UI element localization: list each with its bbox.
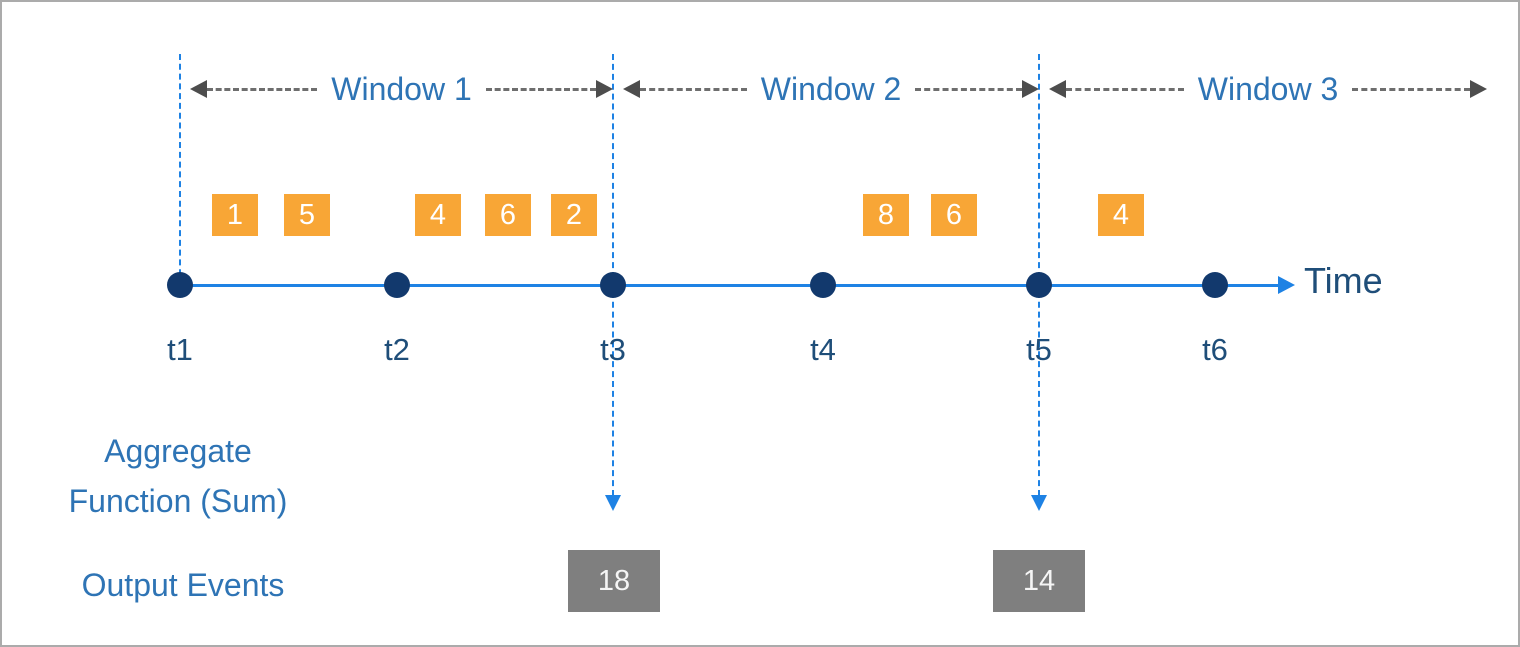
timeline-axis (180, 284, 1280, 287)
boundary-line-t1 (179, 54, 181, 285)
time-axis-label: Time (1304, 260, 1383, 301)
tick-label-t6: t6 (1202, 332, 1228, 367)
window-3-span: Window 3 (1039, 70, 1487, 107)
aggregate-function-label: Aggregate Function (Sum) (18, 426, 338, 526)
tick-label-t1: t1 (167, 332, 193, 367)
output-event-box-t3: 18 (568, 550, 660, 612)
dashed-span-line (1352, 87, 1470, 91)
timeline-arrowhead-icon (1278, 276, 1295, 294)
dashed-span-line (485, 87, 596, 91)
arrow-right-icon (1022, 80, 1039, 98)
dashed-span-line (207, 87, 318, 91)
window-1-span: Window 1 (180, 70, 613, 107)
arrow-right-icon (596, 80, 613, 98)
dashed-span-line (1066, 87, 1184, 91)
window-2-span: Window 2 (613, 70, 1039, 107)
output-arrow-down-t5-icon (1031, 495, 1047, 511)
event-box: 2 (551, 194, 597, 236)
output-arrow-down-t3-icon (605, 495, 621, 511)
timeline-point-t3 (600, 272, 626, 298)
event-box: 5 (284, 194, 330, 236)
arrow-left-icon (623, 80, 640, 98)
tick-label-t2: t2 (384, 332, 410, 367)
aggregate-label-line2: Function (Sum) (68, 483, 288, 519)
timeline-point-t4 (810, 272, 836, 298)
dashed-span-line (915, 87, 1022, 91)
event-box: 4 (1098, 194, 1144, 236)
event-box: 6 (485, 194, 531, 236)
aggregate-label-line1: Aggregate (104, 433, 252, 469)
arrow-left-icon (1049, 80, 1066, 98)
timeline-point-t1 (167, 272, 193, 298)
arrow-right-icon (1470, 80, 1487, 98)
window-1-label: Window 1 (331, 70, 472, 107)
output-events-label: Output Events (81, 567, 285, 603)
dashed-span-line (640, 87, 747, 91)
output-event-box-t5: 14 (993, 550, 1085, 612)
event-box: 4 (415, 194, 461, 236)
timeline-point-t5 (1026, 272, 1052, 298)
timeline-point-t6 (1202, 272, 1228, 298)
tick-label-t5: t5 (1026, 332, 1052, 367)
timeline-point-t2 (384, 272, 410, 298)
tick-label-t3: t3 (600, 332, 626, 367)
event-box: 6 (931, 194, 977, 236)
event-box: 1 (212, 194, 258, 236)
tick-label-t4: t4 (810, 332, 836, 367)
arrow-left-icon (190, 80, 207, 98)
window-3-label: Window 3 (1197, 70, 1339, 107)
event-box: 8 (863, 194, 909, 236)
window-2-label: Window 2 (760, 70, 902, 107)
